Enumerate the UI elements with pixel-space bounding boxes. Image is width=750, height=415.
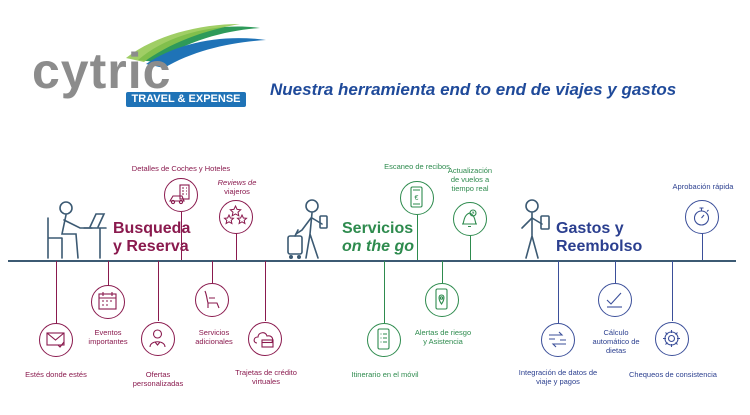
tick <box>236 228 237 260</box>
step-integracion <box>541 323 575 357</box>
step-alertas <box>425 283 459 317</box>
tick <box>470 236 471 260</box>
label-actualizacion: Actualización de vuelos a tiempo real <box>447 166 493 193</box>
label-ofertas: Ofertas personalizadas <box>132 370 184 388</box>
gear-icon <box>663 330 680 347</box>
step-estes <box>39 323 73 357</box>
label-eventos: Eventos importantes <box>88 328 128 346</box>
step-aprobacion <box>685 200 719 234</box>
step-servicios-adicionales <box>195 283 229 317</box>
logo-badge: TRAVEL & EXPENSE <box>126 92 246 107</box>
phone-pin-icon <box>435 288 448 310</box>
step-eventos <box>91 285 125 319</box>
tick <box>181 212 182 260</box>
stars-icon <box>223 204 248 225</box>
bell-clock-icon <box>462 209 477 228</box>
logo-wordmark: cytric <box>32 43 172 99</box>
label-alertas: Alertas de riesgo y Asistencia <box>414 328 472 346</box>
car-hotel-icon <box>169 184 190 205</box>
section-busqueda: Busqueda y Reserva <box>113 220 191 255</box>
step-detalles <box>164 178 198 212</box>
step-ofertas <box>141 322 175 356</box>
step-actualizacion <box>453 202 487 236</box>
envelope-icon <box>46 332 65 348</box>
label-reviews: Reviews de viajeros <box>217 178 257 196</box>
label-servicios-adicionales: Servicios adicionales <box>195 328 233 346</box>
step-chequeos <box>655 322 689 356</box>
label-itinerario: Itinerario en el móvil <box>351 370 419 379</box>
tick <box>108 261 109 287</box>
label-tarjetas: Trajetas de crédito virtuales <box>235 368 297 386</box>
seat-icon <box>204 290 220 309</box>
stopwatch-icon <box>693 207 710 226</box>
tick <box>212 261 213 283</box>
person-icon <box>149 329 166 348</box>
label-estes: Estés donde estés <box>25 370 87 379</box>
phone-list-icon <box>377 328 390 350</box>
label-calculo: Cálculo automático de dietas <box>592 328 640 355</box>
tick <box>558 261 559 323</box>
section-gastos: Gastos y Reembolso <box>556 220 643 255</box>
section-servicios: Servicios on the go <box>342 220 414 255</box>
step-calculo <box>598 283 632 317</box>
label-chequeos: Chequeos de consistencia <box>629 370 717 379</box>
tick <box>702 233 703 260</box>
tick <box>615 261 616 283</box>
cloud-cards-icon <box>253 332 274 348</box>
expense-person-icon <box>521 199 550 259</box>
label-escaneo: Escaneo de recibos <box>384 162 450 171</box>
timeline-line <box>8 260 736 262</box>
tick <box>672 261 673 321</box>
traveler-icon <box>287 199 328 259</box>
desk-worker-icon <box>47 201 107 259</box>
step-reviews <box>219 200 253 234</box>
phone-euro-icon: € <box>410 186 423 208</box>
svg-text:€: € <box>415 195 419 202</box>
page-headline: Nuestra herramienta end to end de viajes… <box>270 80 677 99</box>
calendar-icon <box>98 292 117 310</box>
logo-swoosh-icon <box>126 24 266 68</box>
label-aprobacion: Aprobación rápida <box>672 182 734 191</box>
tick <box>442 261 443 283</box>
tick <box>158 261 159 321</box>
cytric-logo: cytric TRAVEL & EXPENSE <box>28 18 268 110</box>
step-tarjetas <box>248 322 282 356</box>
check-icon <box>606 292 622 308</box>
label-integracion: Integración de datos de viaje y pagos <box>518 368 598 386</box>
tick <box>265 261 266 321</box>
step-escaneo: € <box>400 181 434 215</box>
tick <box>417 215 418 260</box>
tick <box>56 261 57 325</box>
arrows-icon <box>549 331 566 348</box>
tick <box>384 261 385 323</box>
step-itinerario <box>367 323 401 357</box>
label-detalles: Detalles de Coches y Hoteles <box>131 164 231 173</box>
